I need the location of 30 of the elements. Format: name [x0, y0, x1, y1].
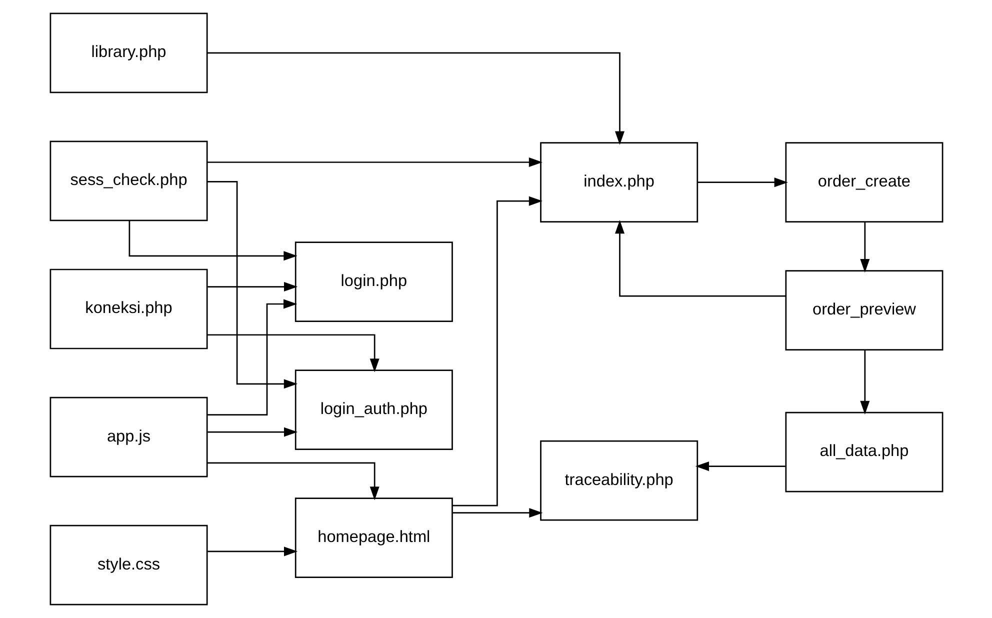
arrow: [207, 546, 298, 556]
arrow: [207, 427, 298, 437]
arrow: [860, 350, 870, 415]
arrow: [860, 222, 870, 273]
arrow: [694, 462, 785, 472]
node-box: order_create: [784, 142, 943, 223]
arrow: [206, 462, 379, 500]
node-box: index.php: [540, 142, 698, 223]
arrow: [207, 282, 298, 292]
arrow: [452, 196, 542, 506]
node-box: sess_check.php: [49, 140, 208, 222]
node-box: login_auth.php: [294, 370, 452, 450]
arrow: [614, 220, 786, 297]
arrow: [206, 299, 297, 416]
arrow: [128, 220, 297, 261]
node-box: koneksi.php: [49, 268, 208, 350]
arrow: [206, 334, 379, 372]
node-box: order_preview: [784, 270, 943, 351]
node-box: app.js: [49, 396, 208, 478]
node-box: login.php: [294, 242, 452, 322]
node-box: style.css: [49, 524, 208, 606]
arrow: [452, 508, 542, 518]
arrow: [207, 157, 542, 168]
node-box: homepage.html: [294, 498, 452, 578]
arrow: [698, 178, 788, 188]
node-box: all_data.php: [784, 412, 943, 492]
arrow: [206, 52, 624, 145]
arrow: [206, 180, 298, 389]
node-box: traceability.php: [540, 440, 698, 521]
node-box: library.php: [49, 12, 208, 94]
